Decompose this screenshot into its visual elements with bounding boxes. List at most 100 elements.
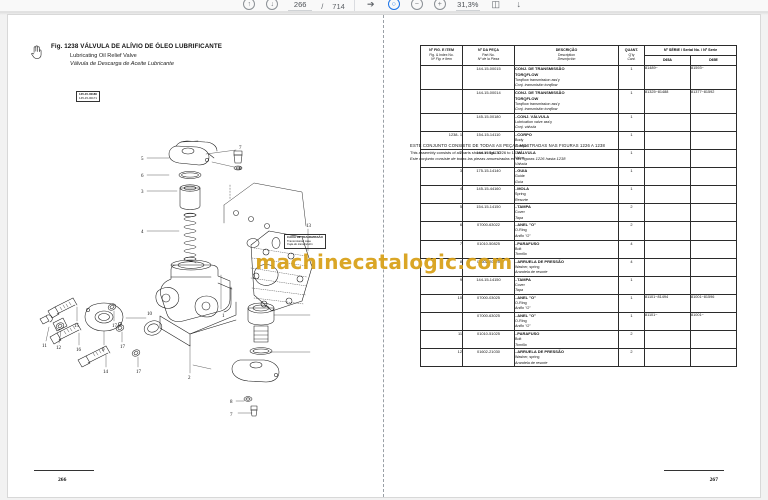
cell-quantity: 1 (618, 275, 645, 295)
download-icon[interactable]: ↓ (516, 0, 522, 9)
description-en: O-Ring (515, 228, 527, 233)
cell-quantity: 4 (618, 257, 645, 277)
callout-14: 14 (103, 370, 109, 375)
cell-quantity: 1 (618, 64, 645, 90)
callout-17c: 17 (136, 370, 142, 375)
description-es: Arandela de resorte (515, 360, 548, 365)
cell-serial-d65a: 81325~81488 (644, 88, 691, 114)
description-es: Tapa (515, 288, 524, 293)
cell-serial-d65e (690, 221, 737, 241)
zoom-out-icon[interactable]: − (410, 0, 424, 11)
cell-item (420, 112, 463, 132)
description-en: Washer, spring (515, 355, 540, 360)
assembly-note-en: This assembly consists of all parts show… (410, 149, 521, 155)
cell-serial-d65e: 81001~ (690, 311, 737, 332)
zoom-in-icon[interactable]: + (433, 0, 447, 11)
cell-quantity: 1 (618, 185, 645, 205)
header-description: DESCRIÇÃO Description Descripción (514, 45, 619, 66)
callout-5: 5 (141, 157, 144, 162)
cell-item: 4 (420, 185, 463, 205)
cell-item: 7 (420, 239, 463, 259)
catalog-page-left: Fig. 1238 VÁLVULA DE ALÍVIO DE ÓLEO LUBR… (8, 15, 383, 497)
figure-title-es: Válvula de Descarga de Aceite Lubricante (70, 61, 174, 68)
cell-serial-d65a: 81101~ (644, 311, 691, 332)
note-case-line3: Caja de transmisión (287, 242, 313, 247)
cell-part-no: 01010-50825 (462, 239, 515, 259)
callout-3: 3 (141, 190, 144, 195)
next-page-icon[interactable]: ↓ (265, 0, 279, 11)
description-es: Arandela de resorte (515, 270, 548, 275)
page-total-label: 714 (332, 2, 345, 11)
cell-item: 6 (420, 221, 463, 241)
description-pt: CONJ. DE TRANSMISSÃO (515, 65, 565, 71)
assembly-note: ESTE CONJUNTO CONSISTE DE TODAS AS PEÇAS… (410, 143, 740, 163)
fit-page-icon[interactable]: ◫ (491, 0, 501, 9)
header-part-no: Nº DA PEÇA Part No. Nº de la Pieza (462, 45, 515, 66)
cell-item: 10 (420, 293, 463, 313)
description-es: Tornillo (515, 252, 527, 257)
pdf-toolbar: ↑ ↓ 266 / 714 ➔ ○ − + 31,3% ◫ ↓ (0, 0, 768, 12)
description-en: Torqflow transmission ass'y (515, 77, 560, 82)
cell-item: 8 (420, 257, 463, 277)
callout-17b: 17 (120, 345, 126, 350)
cursor-arrow-icon[interactable]: ➔ (367, 0, 375, 9)
cell-quantity: 2 (618, 221, 645, 241)
description-en: Lubrication valve ass'y (515, 119, 552, 124)
cell-item: 12 (420, 348, 463, 368)
note-case-line2: Transmission case (287, 238, 311, 243)
callout-1: 1 (222, 314, 225, 319)
callout-8: 8 (239, 167, 242, 172)
description-pt: ..MOLA (515, 186, 529, 192)
zoom-level-input[interactable]: 31,3% (455, 0, 480, 11)
cell-serial-d65e: 81377~81592 (690, 88, 737, 114)
callout-13: 13 (306, 224, 312, 229)
cell-part-no: 144-15-00014 (462, 88, 515, 114)
cell-quantity: 2 (618, 203, 645, 223)
pdf-viewport[interactable]: Fig. 1238 VÁLVULA DE ALÍVIO DE ÓLEO LUBR… (0, 12, 768, 500)
callout-15: 15 (74, 324, 80, 329)
cell-serial-d65e (690, 167, 737, 187)
description-en: Valve (515, 156, 524, 161)
description-es: Válvula (515, 161, 528, 166)
cell-part-no: 01010-51025 (462, 330, 515, 350)
description-pt: ..ANEL "O" (515, 222, 537, 228)
description-en: Washer, spring (515, 264, 540, 269)
hand-icon[interactable]: ○ (387, 0, 401, 11)
page-footer-rule-left (34, 470, 94, 471)
cell-serial-d65a (644, 330, 691, 350)
page-gutter-divider (383, 15, 384, 497)
description-es: Conj. transmisión torqflow (515, 107, 558, 112)
cell-serial-d65e (690, 130, 737, 151)
page-number-right: 267 (709, 477, 718, 483)
description-es: Conj. transmisión torqflow (515, 83, 558, 88)
cell-item (420, 311, 463, 332)
description-pt: CONJ. DE TRANSMISSÃO (515, 89, 565, 95)
previous-page-icon[interactable]: ↑ (242, 0, 256, 11)
description-en: Spring (515, 192, 526, 197)
note-case-line1: CAIXA DE TRANSMISSÃO (287, 235, 323, 239)
cell-serial-d65e (690, 239, 737, 259)
description-es: Tornillo (515, 342, 527, 347)
description-es: Cuerpo (515, 143, 528, 148)
header-serial-d65a: D65A (644, 54, 691, 66)
description-pt: ..CORPO (515, 131, 532, 137)
callout-16: 16 (76, 348, 82, 353)
callout-2: 2 (188, 376, 191, 381)
cell-part-no: 01602-21030 (462, 348, 515, 368)
catalog-page-right: Nº FIG. E ITEM Fig. & Index No. Nº Fig. … (384, 15, 760, 497)
description-es: Anillo "O" (515, 324, 531, 329)
cell-serial-d65e (690, 257, 737, 277)
page-number-input[interactable]: 266 (288, 0, 313, 11)
